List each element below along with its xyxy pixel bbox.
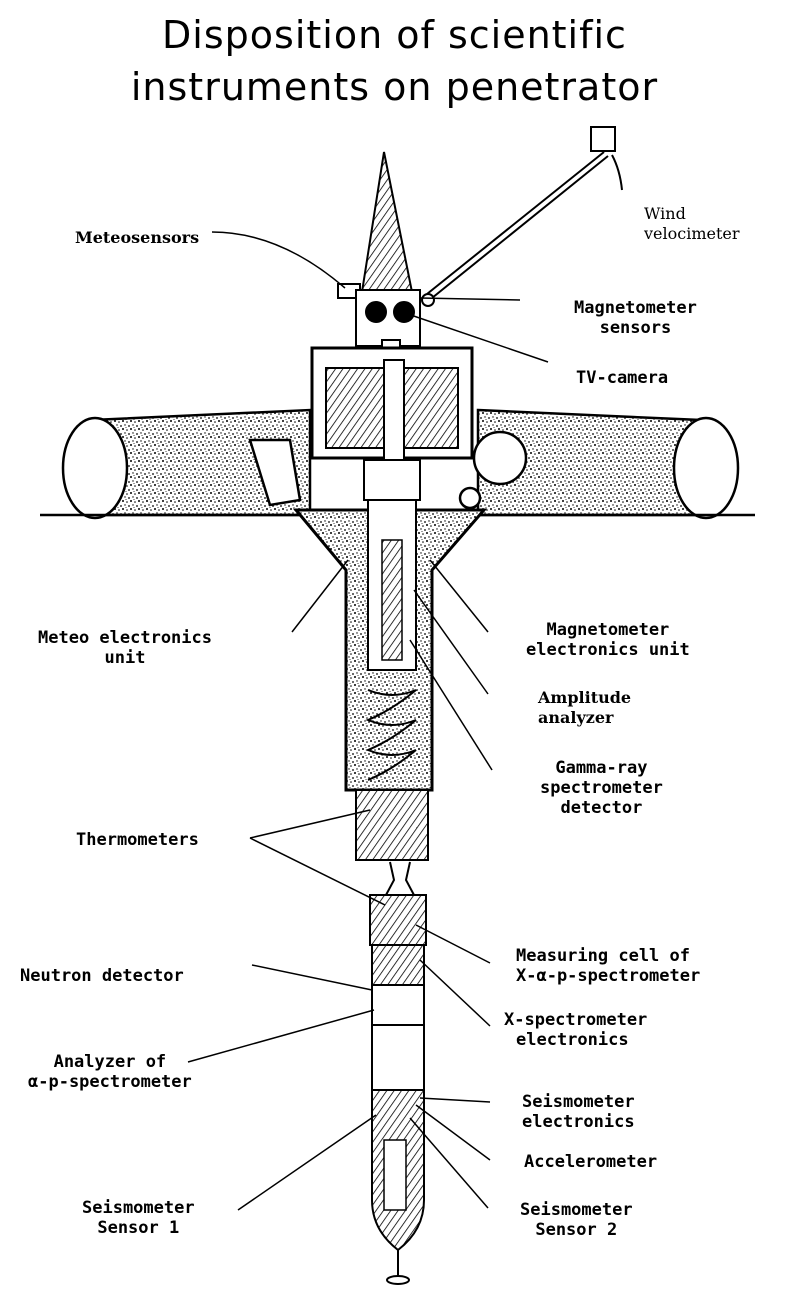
label-neutron-detector: Neutron detector (20, 966, 184, 986)
fore-body (369, 861, 427, 1285)
label-tv-camera: TV-camera (576, 368, 669, 388)
label-meteosensors: Meteosensors (75, 228, 200, 247)
label-x-spectrometer-electronics: X-spectrometer electronics (504, 1010, 648, 1050)
label-thermometers: Thermometers (76, 830, 199, 850)
label-meteo-electronics-unit: Meteo electronics unit (38, 628, 212, 668)
label-accelerometer: Accelerometer (524, 1152, 658, 1172)
airbag-ring (40, 408, 755, 520)
label-measuring-cell: Measuring cell of X-α-p-spectrometer (516, 946, 701, 986)
central-housing (292, 459, 488, 861)
upper-body (310, 346, 474, 461)
label-magnetometer-sensors: Magnetometer sensors (574, 298, 697, 338)
label-analyzer-alpha-p: Analyzer of α-p-spectrometer (28, 1052, 192, 1092)
label-seismometer-electronics: Seismometer electronics (522, 1092, 635, 1132)
label-gamma-ray-detector: Gamma-ray spectrometer detector (540, 758, 663, 818)
title-line-1: Disposition of scientific (162, 13, 627, 57)
label-seismometer-sensor-1: Seismometer Sensor 1 (82, 1198, 195, 1238)
leader-lines (187, 231, 549, 1211)
title-line-2: instruments on penetrator (130, 65, 659, 109)
label-magnetometer-electronics-unit: Magnetometer electronics unit (526, 620, 690, 660)
label-seismometer-sensor-2: Seismometer Sensor 2 (520, 1200, 633, 1240)
wind-velocimeter-boom (426, 126, 623, 299)
label-wind-velocimeter: Wind velocimeter (644, 204, 740, 243)
label-amplitude-analyzer: Amplitude analyzer (538, 688, 632, 727)
